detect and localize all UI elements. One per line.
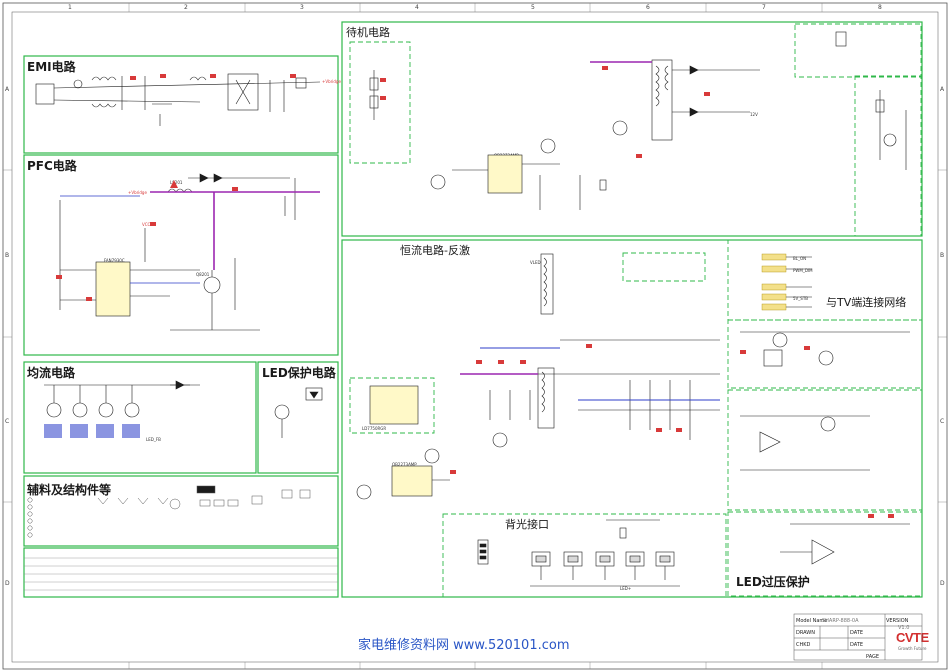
cc-blue-net xyxy=(480,347,720,401)
ruler-col-8: 8 xyxy=(878,4,882,11)
tb-chkd-label: CHKD xyxy=(796,642,811,648)
ruler-row-c-r: C xyxy=(940,418,945,425)
net-bl-on: BL_ON xyxy=(793,256,807,261)
pfc-purple-net xyxy=(150,191,320,270)
emi-frame xyxy=(23,55,339,154)
tb-version-label: VERSION xyxy=(886,618,909,624)
ruler-row-d: D xyxy=(5,580,10,587)
bl-on-circuit xyxy=(740,331,910,367)
tb-version-value: V1.0 xyxy=(898,625,910,631)
pfc-mosfet-label: Q8201 xyxy=(196,272,210,277)
ruler-row-c: C xyxy=(5,418,10,425)
net-vled: VLED xyxy=(530,260,541,265)
constant-current-title: 恒流电路-反激 xyxy=(400,244,470,257)
ruler-col-7: 7 xyxy=(762,4,766,11)
ruler-col-6: 6 xyxy=(646,4,650,11)
title-block xyxy=(793,613,923,661)
ruler-col-3: 3 xyxy=(300,4,304,11)
ruler-col-4: 4 xyxy=(415,4,419,11)
backlight-title: 背光接口 xyxy=(505,518,549,531)
standby-circuit xyxy=(369,31,847,210)
current-share-resistors xyxy=(44,424,140,438)
accessories-frame xyxy=(23,475,339,547)
ruler-row-a: A xyxy=(5,86,10,93)
ruler-col-1: 1 xyxy=(68,4,72,11)
tv-interface-title: 与TV端连接网络 xyxy=(826,296,907,309)
led-protect-title: LED保护电路 xyxy=(262,366,336,380)
cc-circuit xyxy=(356,253,720,500)
pfc-inductor-label: L8201 xyxy=(170,180,183,185)
ruler-row-b: B xyxy=(5,252,10,259)
ovp-top-circuit xyxy=(740,415,870,471)
net-led-fb: LED_FB xyxy=(146,437,161,442)
ovp-bottom-circuit xyxy=(780,523,910,565)
tb-drawn-label: DRAWN xyxy=(796,630,815,636)
accessories-title: 辅料及结构件等 xyxy=(27,483,112,497)
cvte-logo: CVTE xyxy=(896,630,929,645)
current-share-frame xyxy=(23,361,257,474)
pfc-frame xyxy=(23,154,339,356)
accessories-symbols xyxy=(27,485,311,538)
ruler-col-5: 5 xyxy=(531,4,535,11)
pfc-blue-net xyxy=(60,195,200,284)
ovp-red-parts xyxy=(740,346,894,518)
section-frames xyxy=(23,21,923,598)
tb-model-value: SHARP-888-0A xyxy=(822,618,859,624)
current-share-circuit xyxy=(44,380,200,418)
cc-ic-label: OB2273AMP xyxy=(392,462,417,467)
backlight-led-fb xyxy=(606,519,660,539)
net-12v: 12V xyxy=(750,112,758,117)
net-vbridge-emi: +Vbridge xyxy=(322,79,341,84)
ruler-col-2: 2 xyxy=(184,4,188,11)
emi-red-parts xyxy=(130,74,296,80)
tb-model-label: Model Name xyxy=(796,618,828,624)
net-vcc2: VCC2 xyxy=(142,222,153,227)
pfc-title: PFC电路 xyxy=(27,159,77,173)
net-vbridge-pfc: +Vbridge xyxy=(128,190,147,195)
accessories-table-frame xyxy=(23,547,339,598)
net-pwm-dim: PWM_DIM xyxy=(793,268,813,273)
dashed-frames xyxy=(349,23,923,598)
net-5v-stb: 5V_STB xyxy=(793,296,809,301)
cc-red-parts xyxy=(450,344,682,474)
standby-frame xyxy=(341,21,923,237)
ruler-row-d-r: D xyxy=(940,580,945,587)
standby-right-aux xyxy=(875,90,907,170)
net-led-p: LED+ xyxy=(620,586,632,591)
accessories-table xyxy=(24,557,338,591)
pfc-red-parts xyxy=(56,180,238,301)
led-protect-circuit xyxy=(274,387,323,438)
led-protect-frame xyxy=(257,361,339,474)
ruler-row-a-r: A xyxy=(940,86,945,93)
tb-page-label: PAGE xyxy=(866,654,880,660)
current-share-title: 均流电路 xyxy=(27,366,76,380)
led-ic-label: LD7750RGR xyxy=(362,426,387,431)
backlight-connectors xyxy=(477,539,680,587)
tb-date-label-1: DATE xyxy=(850,630,864,636)
ruler-ticks xyxy=(3,3,947,669)
tv-interface-tags xyxy=(761,253,812,311)
ruler-row-b-r: B xyxy=(940,252,945,259)
emi-circuit xyxy=(35,73,321,126)
standby-title: 待机电路 xyxy=(346,26,390,39)
pfc-ic-label: FAN7930C xyxy=(104,258,125,263)
emi-title: EMI电路 xyxy=(27,60,76,74)
tb-date-label-2: DATE xyxy=(850,642,864,648)
standby-red-parts xyxy=(380,66,710,158)
led-ovp-title: LED过压保护 xyxy=(736,575,810,589)
cvte-logo-sub: Growth Future xyxy=(898,646,927,651)
footer-watermark: 家电维修资料网 www.520101.com xyxy=(358,638,570,653)
